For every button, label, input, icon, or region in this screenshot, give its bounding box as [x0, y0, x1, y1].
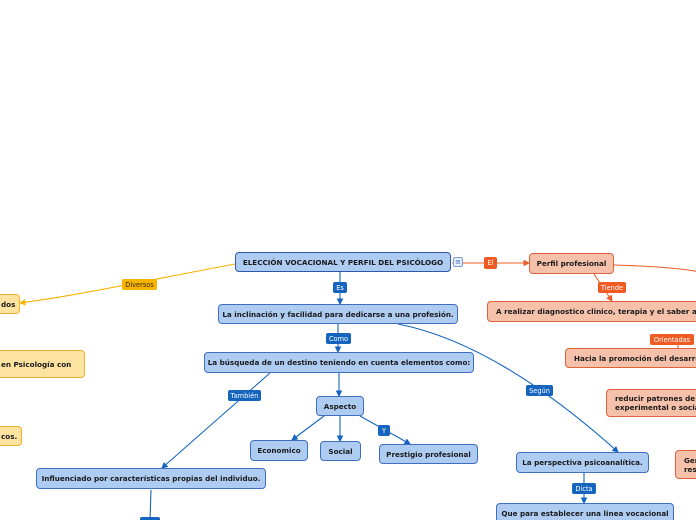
node-realizar[interactable]: A realizar diagnostico clinico, terapia …	[487, 301, 696, 322]
label-el: El	[484, 257, 497, 269]
node-gen[interactable]: Gen res	[675, 450, 696, 479]
label-y: Y	[378, 425, 390, 436]
label-cut-bottom	[140, 517, 160, 520]
node-inclinacion[interactable]: La inclinación y facilidad para dedicars…	[218, 304, 458, 324]
link-perfil-right	[613, 264, 696, 272]
link-aspecto-economico	[291, 415, 325, 441]
notes-icon[interactable]: ≡	[453, 257, 463, 267]
node-left-2[interactable]: en Psicología con	[0, 350, 85, 378]
node-reducir[interactable]: reducir patrones de c experimental o soc…	[606, 389, 696, 417]
label-dicta: Dicta	[572, 483, 596, 494]
label-es: Es	[333, 282, 347, 293]
node-perspectiva[interactable]: La perspectiva psicoanalítica.	[516, 452, 649, 473]
label-orientadas: Orientadas	[650, 334, 694, 345]
link-root-diversos	[18, 263, 236, 306]
node-gen-line-1: Gen	[684, 455, 696, 465]
label-como: Como	[326, 333, 351, 344]
link-busqueda-influenciado	[161, 372, 271, 469]
node-perfil[interactable]: Perfil profesional	[529, 253, 614, 274]
node-left-1[interactable]: dos	[0, 294, 20, 314]
label-diversos: Diversos	[122, 279, 157, 290]
node-left-3[interactable]: cos.	[0, 426, 22, 446]
node-promocion[interactable]: Hacia la promoción del desarro	[565, 348, 696, 368]
node-gen-line-2: res	[684, 464, 696, 474]
node-influenciado[interactable]: Influenciado por características propias…	[36, 468, 266, 489]
node-social[interactable]: Social	[320, 441, 361, 461]
node-prestigio[interactable]: Prestigio profesional	[379, 444, 478, 464]
node-busqueda[interactable]: La búsqueda de un destino teniendo en cu…	[204, 352, 474, 373]
label-segun: Según	[526, 385, 553, 396]
label-tambien: También	[228, 390, 261, 401]
node-aspecto[interactable]: Aspecto	[316, 396, 364, 416]
link-influenciado-down	[149, 489, 152, 520]
node-reducir-line-2: experimental o socia	[615, 403, 696, 412]
label-tiende: Tiende	[598, 282, 626, 293]
node-reducir-line-1: reducir patrones de c	[615, 394, 696, 403]
root-node[interactable]: ELECCIÓN VOCACIONAL Y PERFIL DEL PSICÓLO…	[235, 252, 451, 272]
node-economico[interactable]: Economico	[250, 440, 308, 461]
link-inclinacion-perspectiva	[397, 323, 619, 453]
node-que-para[interactable]: Que para establecer una linea vocacional	[496, 503, 674, 520]
